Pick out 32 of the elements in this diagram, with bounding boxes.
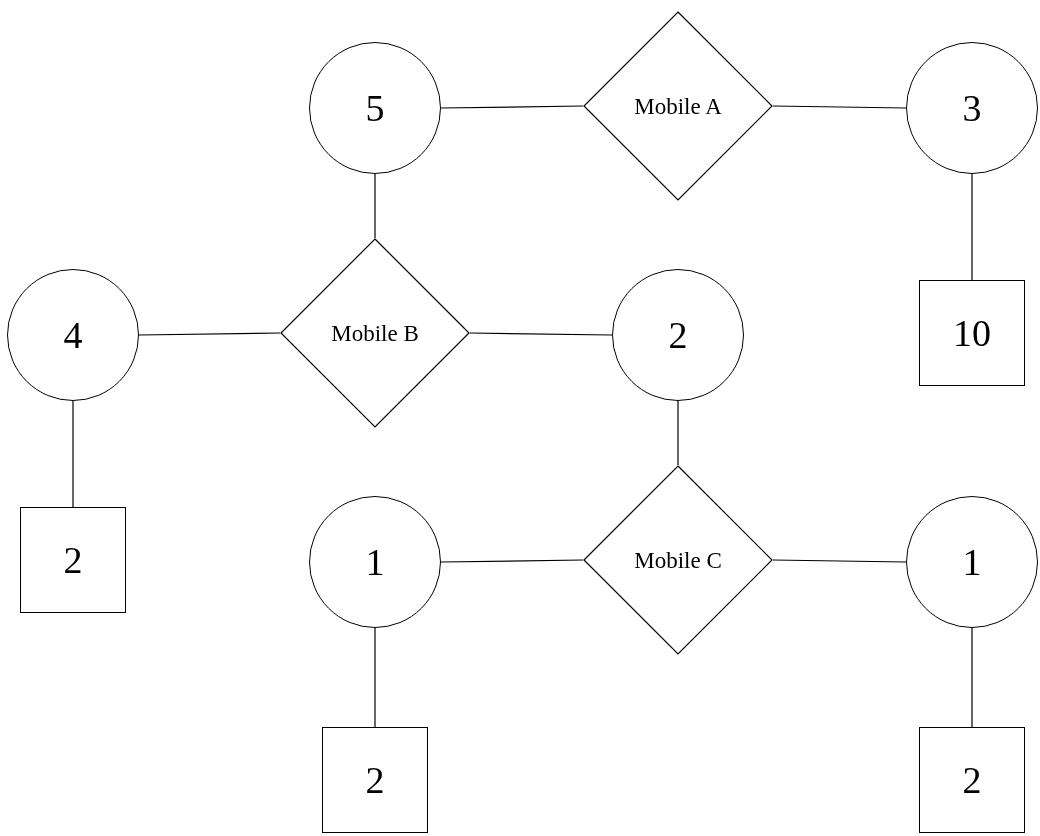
connector-line — [469, 332, 613, 336]
node-label: 2 — [668, 316, 688, 354]
node-label: Mobile B — [331, 321, 419, 345]
connector-line — [374, 173, 376, 239]
node-label: 2 — [962, 761, 982, 799]
node-label: 1 — [962, 543, 982, 581]
node-label: 10 — [953, 314, 991, 352]
connector-line — [374, 627, 376, 728]
number-square — [322, 727, 428, 833]
node-label: Mobile C — [634, 548, 722, 572]
node-label: Mobile A — [634, 94, 722, 118]
connector-line — [138, 332, 281, 336]
connector-line — [971, 173, 973, 281]
node-label: 1 — [365, 543, 385, 581]
node-label: 3 — [962, 89, 982, 127]
node-label: 2 — [365, 761, 385, 799]
number-square — [919, 280, 1025, 386]
node-label: 4 — [63, 316, 83, 354]
connector-line — [772, 105, 907, 109]
label-diamond — [583, 465, 773, 655]
label-diamond — [280, 238, 470, 428]
connector-line — [971, 627, 973, 728]
connector-line — [772, 559, 907, 563]
connector-line — [440, 559, 584, 563]
connector-line — [72, 400, 74, 508]
label-diamond — [583, 11, 773, 201]
number-square — [20, 507, 126, 613]
node-label: 5 — [365, 89, 385, 127]
node-label: 2 — [63, 541, 83, 579]
connector-line — [440, 105, 584, 109]
connector-line — [677, 400, 679, 466]
number-square — [919, 727, 1025, 833]
